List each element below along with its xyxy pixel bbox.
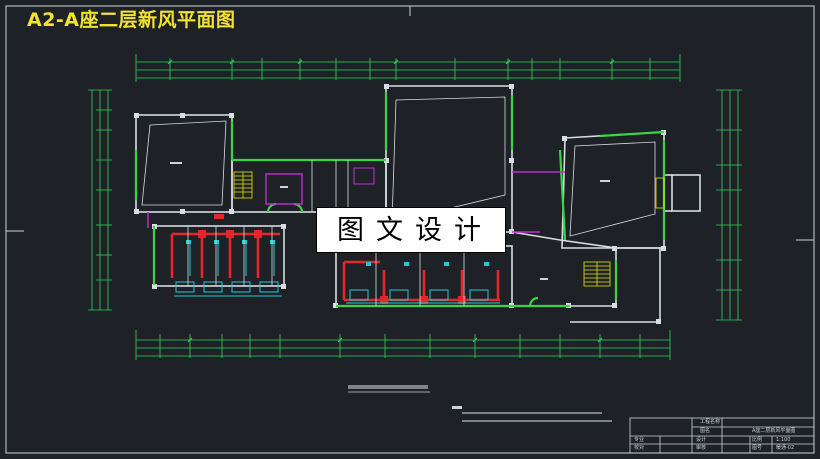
bottom-dimensions xyxy=(135,330,671,360)
right-dimensions xyxy=(716,89,742,321)
equipment-markers xyxy=(186,240,489,266)
tb-check-label: 审核 xyxy=(696,445,707,451)
left-room-block xyxy=(135,114,233,213)
tb-reviewer-label: 校对 xyxy=(634,445,645,451)
columns xyxy=(134,84,666,324)
interior-walls xyxy=(187,160,465,306)
notes-mark-1 xyxy=(452,406,462,409)
room-tag-marks xyxy=(170,162,610,280)
left-room-slab xyxy=(141,120,227,206)
drawing-title: A2-A座二层新风平面图 xyxy=(27,9,236,31)
notes-mark-3 xyxy=(462,420,612,422)
left-dimensions xyxy=(88,89,112,311)
tb-drawing-label: 图名 xyxy=(700,428,711,434)
stairs xyxy=(233,171,665,287)
top-dimensions xyxy=(135,54,681,82)
watermark-label: 图文设计 xyxy=(316,207,506,253)
title-block xyxy=(629,417,815,454)
tb-scale-label: 比例 xyxy=(752,437,763,443)
dimension-ticks xyxy=(167,59,615,343)
center-slab xyxy=(391,96,506,223)
caption-mark xyxy=(348,385,428,389)
fresh-air-units xyxy=(174,244,500,304)
tb-scale-value: 1:100 xyxy=(776,437,791,443)
right-slab xyxy=(569,141,656,237)
east-entrance xyxy=(671,174,701,212)
tb-professional-label: 专业 xyxy=(634,437,645,443)
far-right-wing xyxy=(570,247,661,323)
tb-design-label: 设计 xyxy=(696,437,707,443)
tb-number-value: 暖通-02 xyxy=(776,445,795,451)
right-room-block xyxy=(561,131,665,249)
tb-drawing-name: A座二层新风平面图 xyxy=(752,428,796,434)
tb-project-label: 工程名称 xyxy=(700,419,721,425)
right-lower-wing xyxy=(511,231,617,307)
duct-fittings xyxy=(198,167,466,304)
tb-number-label: 图号 xyxy=(752,445,763,451)
notes-mark-2 xyxy=(462,412,602,414)
